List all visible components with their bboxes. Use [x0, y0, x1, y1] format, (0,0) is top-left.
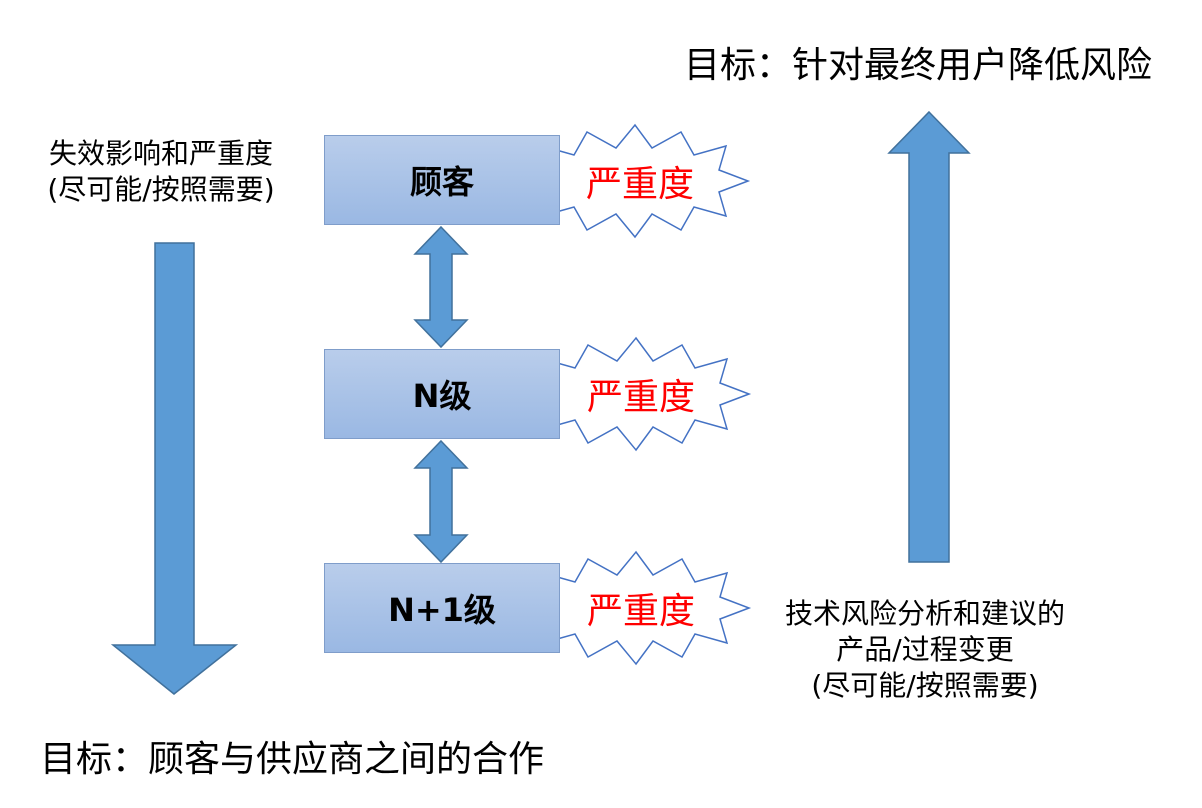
left-note: 失效影响和严重度 (尽可能/按照需要) — [16, 136, 306, 208]
level-box-customer: 顾客 — [324, 135, 560, 225]
right-note-line2: 产品/过程变更 — [836, 633, 1014, 666]
severity-label-customer: 严重度 — [585, 164, 694, 205]
right-note: 技术风险分析和建议的 产品/过程变更 (尽可能/按照需要) — [752, 596, 1098, 704]
level-box-n: N级 — [324, 349, 560, 439]
up-arrow-icon — [887, 110, 971, 563]
level-box-n-plus-1: N+1级 — [324, 563, 560, 653]
top-right-goal: 目标：针对最终用户降低风险 — [684, 45, 1153, 86]
bottom-left-goal: 目标：顾客与供应商之间的合作 — [40, 739, 545, 780]
right-note-line1: 技术风险分析和建议的 — [784, 597, 1065, 630]
right-note-line3: (尽可能/按照需要) — [811, 669, 1039, 702]
down-arrow-icon — [110, 242, 239, 695]
double-arrow-icon-2 — [413, 439, 469, 564]
severity-label-n: 严重度 — [586, 377, 695, 418]
left-note-line2: (尽可能/按照需要) — [47, 173, 275, 206]
left-note-line1: 失效影响和严重度 — [48, 137, 273, 170]
double-arrow-icon-1 — [413, 225, 469, 349]
severity-label-n-plus-1: 严重度 — [586, 591, 695, 632]
